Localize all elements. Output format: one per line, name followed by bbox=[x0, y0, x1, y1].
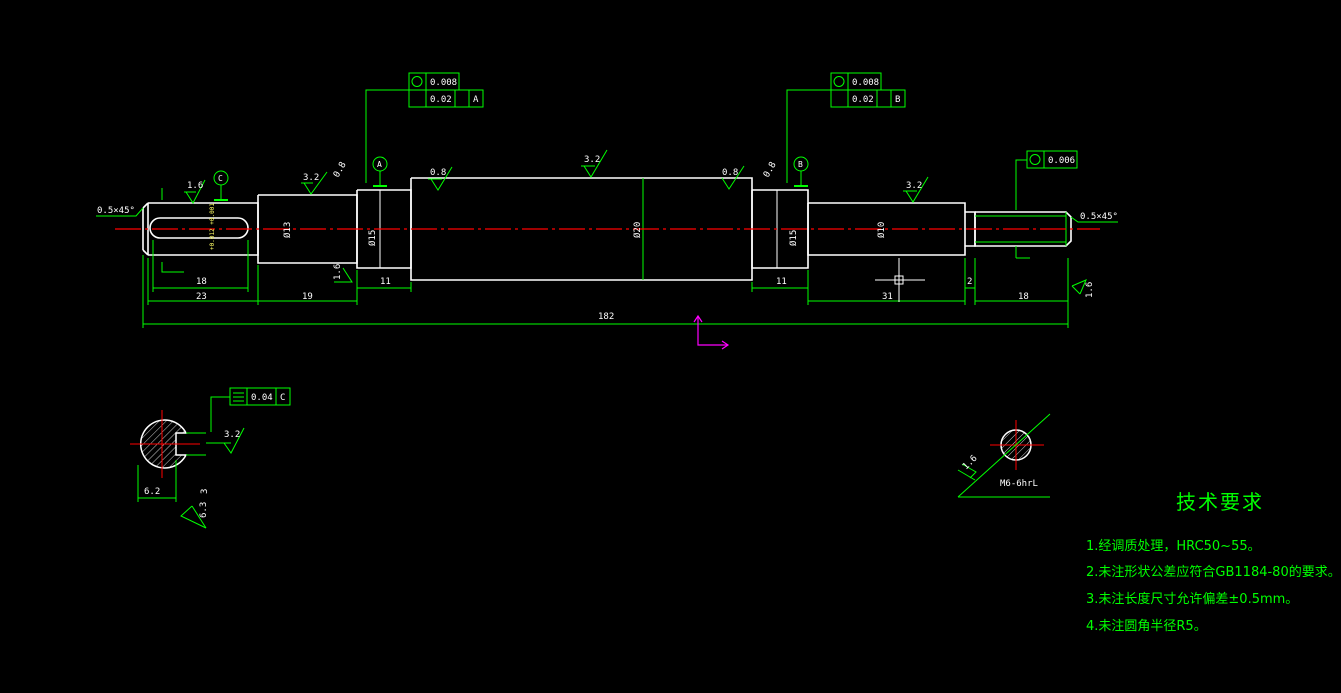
rough-0-8-c: 0.8 bbox=[332, 160, 349, 179]
rough-3-2-a: 3.2 bbox=[303, 173, 319, 183]
rough-3-2-b: 3.2 bbox=[584, 155, 600, 165]
gdt-right-ref: B bbox=[895, 95, 900, 105]
dia-20: Ø20 bbox=[632, 222, 643, 238]
dim-19: 19 bbox=[302, 292, 313, 302]
rough-1-6-b: 1.6 bbox=[333, 264, 343, 280]
cursor-crosshair bbox=[875, 258, 925, 302]
gdt-left-runout: 0.02 bbox=[430, 95, 452, 105]
tech-item-4: 4.未注圆角半径R5。 bbox=[1086, 619, 1207, 634]
section-rough-1-6: 1.6 bbox=[961, 454, 980, 473]
tech-item-2: 2.未注形状公差应符合GB1184-80的要求。 bbox=[1086, 565, 1341, 580]
chamfer-left: 0.5×45° bbox=[97, 206, 135, 216]
dimension-texts: 18 23 19 11 182 11 31 2 18 Ø13 Ø15 Ø20 Ø… bbox=[97, 203, 1118, 322]
section-width-dim: 3 bbox=[200, 489, 210, 494]
dia-10: Ø10 bbox=[876, 222, 887, 238]
section-key-dim: 6.2 bbox=[144, 487, 160, 497]
rough-0-8-b: 0.8 bbox=[722, 168, 738, 178]
gdt-section-ref: C bbox=[280, 393, 285, 403]
tech-item-1: 1.经调质处理，HRC50~55。 bbox=[1086, 539, 1261, 554]
gdt-right-runout: 0.02 bbox=[852, 95, 874, 105]
dim-182: 182 bbox=[598, 312, 614, 322]
dia-15-left: Ø15 bbox=[367, 230, 378, 246]
section-rough-3-2: 3.2 bbox=[224, 430, 240, 440]
rough-3-2-c: 3.2 bbox=[906, 181, 922, 191]
gdt-texts: 0.008 0.02 A 0.008 0.02 B 0.006 0.04 C bbox=[251, 78, 1075, 403]
dimension-lines bbox=[96, 188, 1118, 328]
section-view-thread: 1.6 M6-6hrL bbox=[957, 413, 1051, 498]
tech-item-3: 3.未注长度尺寸允许偏差±0.5mm。 bbox=[1086, 592, 1299, 607]
rough-0-8-d: 0.8 bbox=[762, 160, 779, 179]
gdt-right-roundness: 0.008 bbox=[852, 78, 879, 88]
datum-b: B bbox=[798, 160, 803, 169]
roughness-symbols bbox=[184, 149, 1087, 295]
section-thread-label: M6-6hrL bbox=[1000, 479, 1038, 489]
tech-requirements-title: 技术要求 bbox=[1176, 490, 1264, 514]
section-view-keyway: 3.2 6.2 3 6.3 bbox=[130, 410, 245, 529]
dim-11-right: 11 bbox=[776, 277, 787, 287]
gdt-left-ref: A bbox=[473, 95, 479, 105]
dia-15-right: Ø15 bbox=[788, 230, 799, 246]
rough-1-6-a: 1.6 bbox=[187, 181, 203, 191]
tol-k6-left: +0.012 +0.001 bbox=[209, 203, 216, 250]
dim-2: 2 bbox=[967, 277, 972, 287]
shaft-outline bbox=[142, 177, 1072, 281]
gdt-frames bbox=[210, 72, 1078, 432]
dim-18-right: 18 bbox=[1018, 292, 1029, 302]
rough-0-8-a: 0.8 bbox=[430, 168, 446, 178]
datum-markers bbox=[213, 156, 809, 201]
ucs-icon bbox=[693, 314, 730, 350]
rough-1-6-c: 1.6 bbox=[1085, 282, 1095, 298]
gdt-left-roundness: 0.008 bbox=[430, 78, 457, 88]
chamfer-right: 0.5×45° bbox=[1080, 212, 1118, 222]
datum-c: C bbox=[218, 174, 223, 183]
section-rough-6-3: 6.3 bbox=[199, 502, 209, 518]
cad-drawing: 18 23 19 11 182 11 31 2 18 Ø13 Ø15 Ø20 Ø… bbox=[96, 72, 1118, 529]
dim-23: 23 bbox=[196, 292, 207, 302]
dim-18-left: 18 bbox=[196, 277, 207, 287]
gdt-thread-roundness: 0.006 bbox=[1048, 156, 1075, 166]
dia-13: Ø13 bbox=[282, 222, 293, 238]
dim-11-left: 11 bbox=[380, 277, 391, 287]
gdt-section-sym: 0.04 bbox=[251, 393, 273, 403]
datum-a: A bbox=[377, 160, 382, 169]
dim-31: 31 bbox=[882, 292, 893, 302]
